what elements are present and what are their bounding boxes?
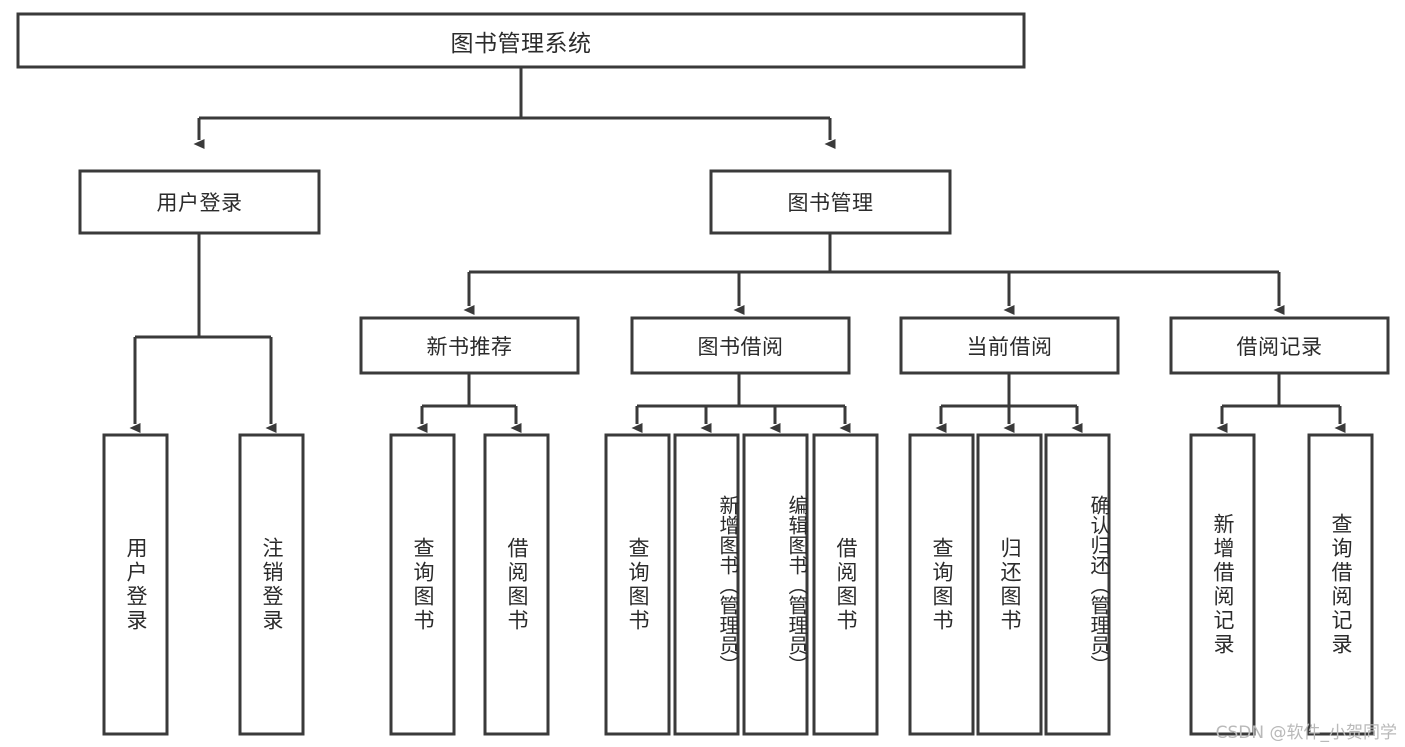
node-box-borrow-record[interactable] [1169, 316, 1390, 375]
node-box-leaf-add-book[interactable] [673, 433, 740, 736]
node-box-leaf-query-record[interactable] [1307, 433, 1374, 736]
node-box-leaf-return-book[interactable] [976, 433, 1043, 736]
node-box-leaf-add-record[interactable] [1189, 433, 1256, 736]
node-box-leaf-query-book-2[interactable] [604, 433, 671, 736]
node-box-book-management[interactable] [709, 169, 952, 235]
node-box-leaf-confirm-return[interactable] [1044, 433, 1111, 736]
node-box-current-borrow[interactable] [899, 316, 1120, 375]
node-box-user-login[interactable] [78, 169, 321, 235]
node-box-leaf-borrow-book-2[interactable] [812, 433, 879, 736]
node-box-leaf-query-book-3[interactable] [908, 433, 975, 736]
node-box-new-book-recommend[interactable] [359, 316, 580, 375]
node-box-leaf-query-book-1[interactable] [389, 433, 456, 736]
node-box-book-borrow[interactable] [630, 316, 851, 375]
node-box-root[interactable] [16, 12, 1026, 69]
node-box-leaf-user-login[interactable] [102, 433, 169, 736]
node-box-leaf-logout[interactable] [238, 433, 305, 736]
node-box-leaf-edit-book[interactable] [742, 433, 809, 736]
node-box-leaf-borrow-book-1[interactable] [483, 433, 550, 736]
